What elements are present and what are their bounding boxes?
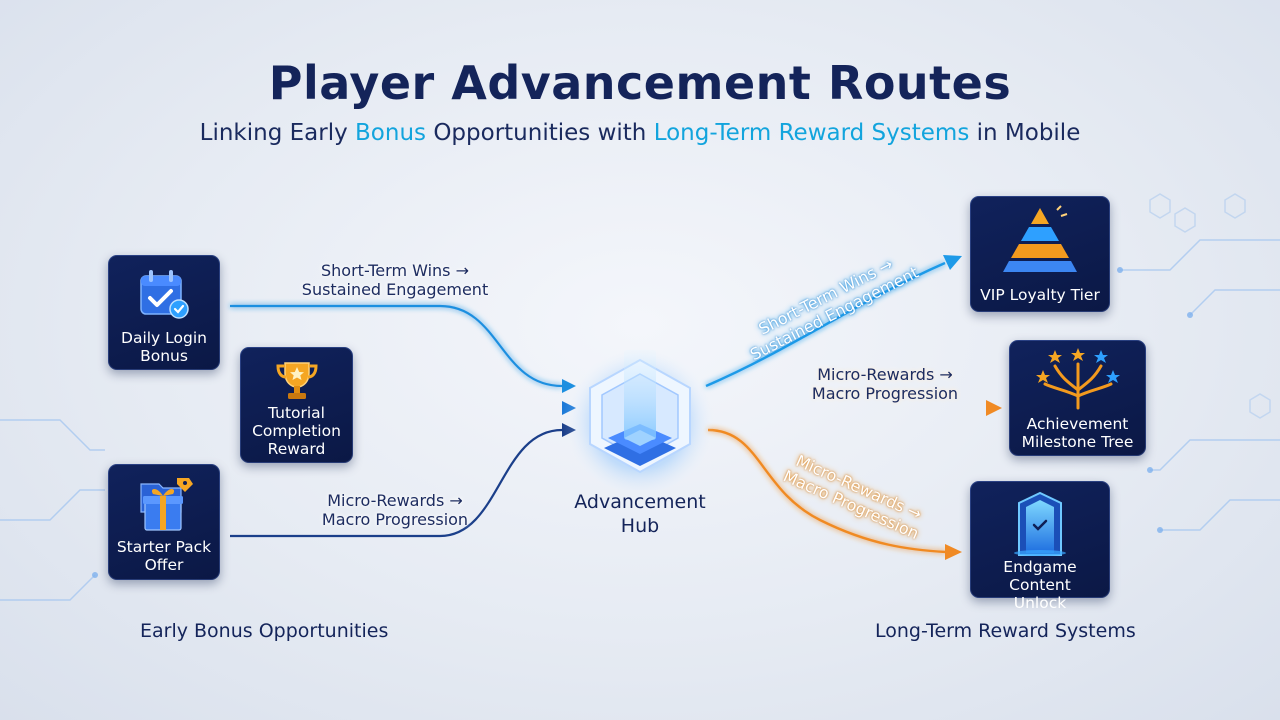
card-label-line: Endgame Content xyxy=(1003,558,1077,594)
route-starter-pack-to-hub xyxy=(230,428,563,538)
arrowhead-6 xyxy=(945,544,962,560)
subtitle-highlight-long-term: Long-Term Reward Systems xyxy=(653,120,970,146)
route-label-line: Macro Progression xyxy=(811,384,959,403)
card-label-line: VIP Loyalty Tier xyxy=(980,286,1100,304)
page-title: Player Advancement Routes xyxy=(268,56,1012,110)
subtitle-highlight-bonus: Bonus xyxy=(355,120,427,146)
trophy-icon xyxy=(240,355,353,403)
route-label-left-bottom: Micro-Rewards → Macro Progression xyxy=(280,491,510,529)
hub-label-line: Advancement xyxy=(574,491,706,513)
star-tree-icon xyxy=(1009,346,1146,412)
card-label-line: Tutorial xyxy=(268,404,325,422)
card-label-line: Bonus xyxy=(140,347,188,365)
calendar-check-icon xyxy=(108,267,220,323)
subtitle-part-1: Linking Early xyxy=(199,120,356,146)
card-label-line: Milestone Tree xyxy=(1021,433,1134,451)
route-label-line: Macro Progression xyxy=(321,510,469,529)
route-label-left-top: Short-Term Wins → Sustained Engagement xyxy=(280,261,510,299)
card-label-line: Daily Login xyxy=(121,329,207,347)
hub-label-line: Hub xyxy=(620,515,660,537)
subtitle-part-5: in Mobile xyxy=(969,120,1081,146)
route-daily-login-to-hub xyxy=(230,304,563,388)
section-label-long-term-rewards: Long-Term Reward Systems xyxy=(875,620,1136,642)
card-label-line: Achievement xyxy=(1026,415,1129,433)
route-label-line: Micro-Rewards → xyxy=(817,365,953,384)
subtitle-part-3: Opportunities with xyxy=(426,120,654,146)
card-label-line: Unlock xyxy=(1013,594,1067,612)
portal-gate-icon xyxy=(970,489,1110,557)
route-hub-to-endgame xyxy=(707,428,947,554)
arrowhead-5 xyxy=(986,400,1002,416)
section-label-early-bonus: Early Bonus Opportunities xyxy=(140,620,389,642)
pyramid-tier-icon xyxy=(970,204,1110,276)
route-label-line: Micro-Rewards → xyxy=(327,491,463,510)
card-label-line: Offer xyxy=(144,556,184,574)
gift-box-icon xyxy=(108,472,220,532)
card-vip-loyalty-tier: VIP Loyalty Tier xyxy=(970,196,1110,312)
page-subtitle: Linking Early Bonus Opportunities with L… xyxy=(0,120,1280,146)
route-hub-to-vip xyxy=(705,261,946,388)
route-label-line: Short-Term Wins → xyxy=(321,261,469,280)
card-label-line: Completion xyxy=(252,422,341,440)
arrowhead-4 xyxy=(943,255,962,270)
card-label-line: Starter Pack xyxy=(116,538,212,556)
card-label-line: Reward xyxy=(267,440,326,458)
route-label-line: Sustained Engagement xyxy=(301,280,489,299)
glowing-cube-hub-icon xyxy=(562,337,718,493)
route-label-right-middle: Micro-Rewards → Macro Progression xyxy=(775,365,995,403)
hub-node xyxy=(560,320,720,493)
